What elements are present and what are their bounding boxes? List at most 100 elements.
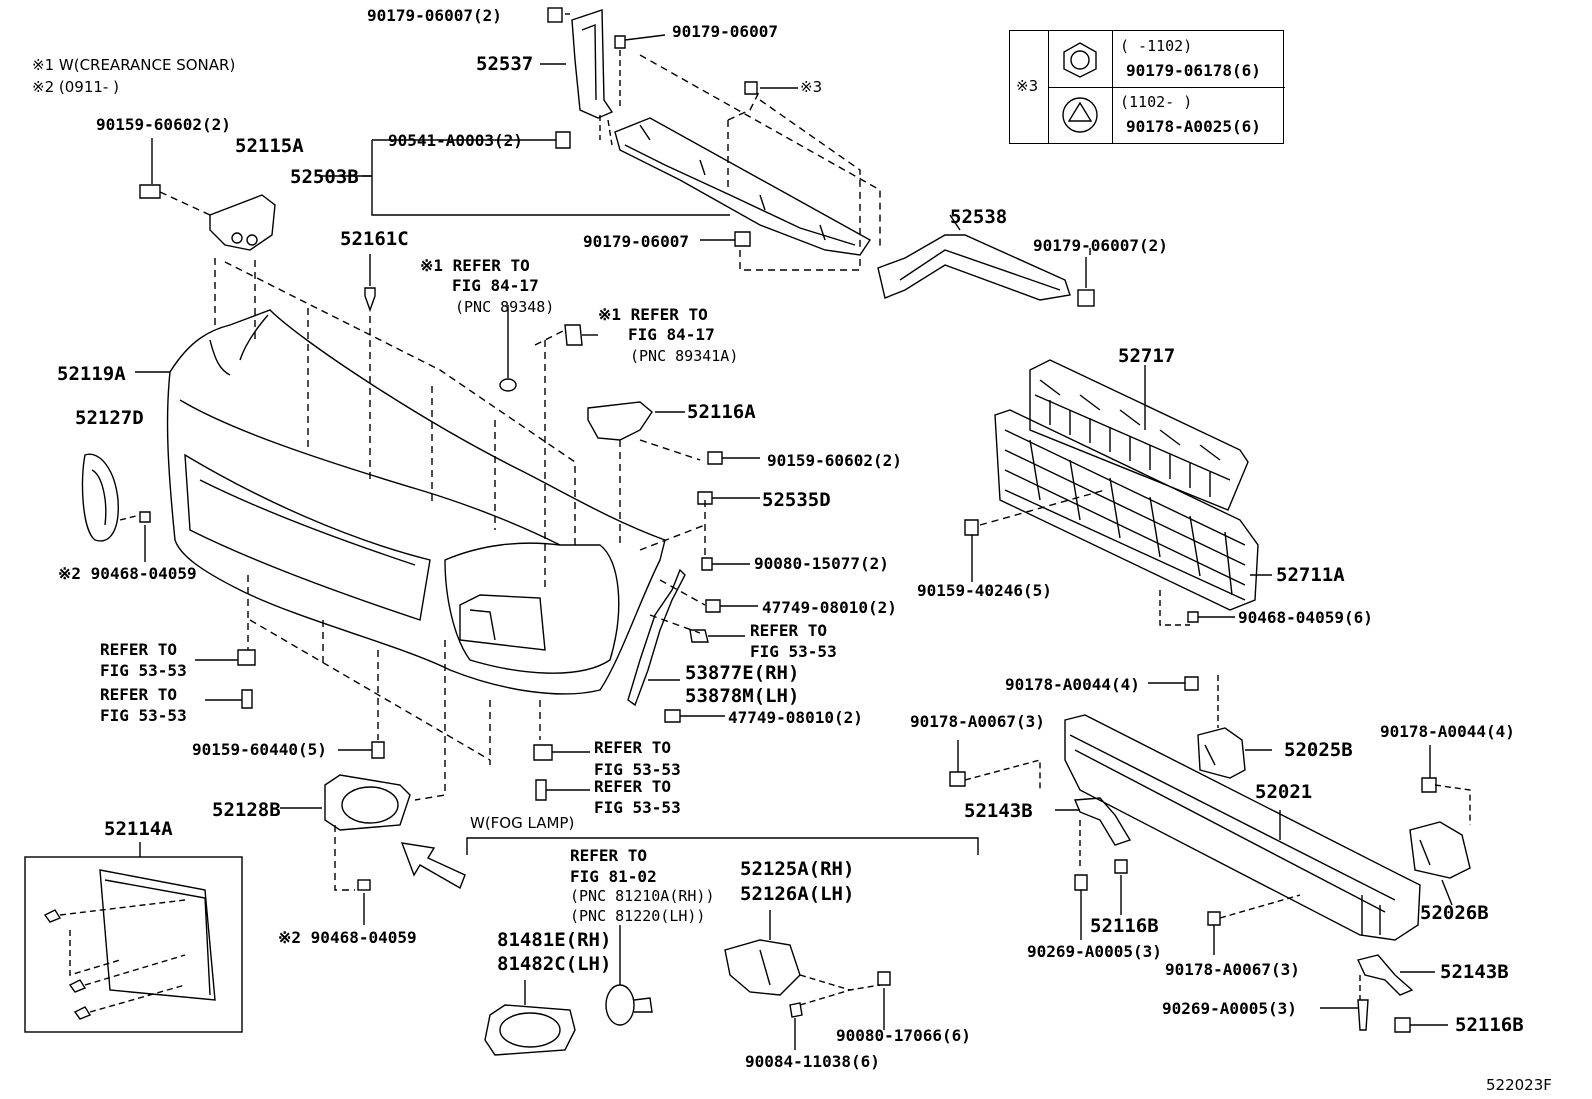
- part-label: ※3: [800, 78, 823, 96]
- legend-row2-range: (1102- ): [1120, 93, 1193, 111]
- part-label: 90269-A0005(3): [1027, 942, 1162, 961]
- part-label: ※2 90468-04059: [278, 928, 417, 947]
- part-label: REFER TO: [100, 685, 178, 704]
- legend-box: ※3 ( -1102) 90179-06178(6) (1102- ) 9017…: [1009, 30, 1285, 144]
- part-label: 90159-60440(5): [192, 740, 327, 759]
- part-label: 90179-06007: [672, 22, 778, 41]
- part-label: FIG 81-02: [570, 867, 657, 886]
- part-label: FIG 84-17: [628, 325, 715, 344]
- sonar-grommet: [499, 305, 598, 392]
- part-label: 52711A: [1276, 564, 1345, 586]
- part-label: REFER TO: [570, 846, 648, 865]
- part-label: 90179-06007(2): [367, 6, 502, 25]
- part-label: 52119A: [57, 363, 126, 385]
- assembly-arrow: [400, 842, 466, 890]
- part-label: 90179-06007(2): [1033, 236, 1168, 255]
- bracket-52125A: [724, 910, 891, 1050]
- part-label: 90178-A0067(3): [1165, 960, 1300, 979]
- part-label: 53878M(LH): [685, 685, 800, 707]
- part-label: (PNC 89348): [455, 298, 555, 316]
- fog-bulb: [605, 925, 653, 1026]
- bracket-52026B: [1409, 745, 1471, 906]
- bracket-52127D: [81, 453, 151, 562]
- part-label: 47749-08010(2): [762, 598, 897, 617]
- fog-lamp-group-bracket: [466, 837, 979, 855]
- part-label: 90178-A0044(4): [1380, 722, 1515, 741]
- part-label: FIG 53-53: [750, 642, 837, 661]
- fog-lamp-81481E: [484, 980, 576, 1056]
- part-label: 52116A: [687, 401, 756, 423]
- part-label: 52021: [1255, 781, 1313, 803]
- part-label: 52143B: [1440, 961, 1509, 983]
- part-label: 90541-A0003(2): [388, 131, 523, 150]
- part-label: ※2 90468-04059: [58, 564, 197, 583]
- legend-mark: ※3: [1016, 77, 1039, 95]
- part-label: 52717: [1118, 345, 1176, 367]
- part-label: REFER TO: [100, 640, 178, 659]
- part-label: 52538: [950, 206, 1008, 228]
- part-label: 52026B: [1420, 902, 1489, 924]
- guide-lines-bumper: [214, 258, 706, 891]
- leader-lines: [135, 175, 1091, 373]
- figure-id: 522023F: [1486, 1076, 1552, 1094]
- bumper-cover-52119A: [166, 309, 666, 695]
- part-label: (PNC 89341A): [630, 347, 739, 365]
- part-label: FIG 53-53: [100, 661, 187, 680]
- part-label: 52503B: [290, 166, 359, 188]
- part-label: (PNC 81210A(RH)): [570, 887, 715, 905]
- part-label: 52025B: [1284, 739, 1353, 761]
- part-label: 52128B: [212, 799, 281, 821]
- part-label: 52116B: [1090, 915, 1159, 937]
- part-label: (PNC 81220(LH)): [570, 907, 706, 925]
- note-fog-lamp: W(FOG LAMP): [470, 814, 575, 832]
- part-label: 90159-60602(2): [96, 115, 231, 134]
- part-label: 90178-A0044(4): [1005, 675, 1140, 694]
- bezel-52128B: [280, 774, 411, 925]
- part-label: 90159-60602(2): [767, 451, 902, 470]
- fasteners-reinforcement: [949, 740, 1448, 1033]
- part-label: FIG 53-53: [594, 798, 681, 817]
- part-label: REFER TO: [594, 738, 672, 757]
- part-label: 90269-A0005(3): [1162, 999, 1297, 1018]
- note-date: ※2 (0911- ): [32, 78, 119, 96]
- bracket-52025B: [1148, 675, 1272, 779]
- part-label: 90080-15077(2): [754, 554, 889, 573]
- part-label: ※1 REFER TO: [420, 256, 530, 275]
- part-label: 52116B: [1455, 1014, 1524, 1036]
- legend-row2-part: 90178-A0025(6): [1126, 117, 1261, 136]
- part-label: 47749-08010(2): [728, 708, 863, 727]
- part-label: 90084-11038(6): [745, 1052, 880, 1071]
- part-label: FIG 53-53: [594, 760, 681, 779]
- support-52503B: [362, 34, 881, 271]
- part-label: FIG 53-53: [100, 706, 187, 725]
- part-label: 90468-04059(6): [1238, 608, 1373, 627]
- part-label: 52127D: [75, 407, 144, 429]
- part-label: 53877E(RH): [685, 662, 800, 684]
- part-label: 52537: [476, 53, 534, 75]
- bracket-52115A: [139, 138, 276, 251]
- clip-52161C: [364, 254, 376, 313]
- part-label: 52143B: [964, 800, 1033, 822]
- part-label: ※1 REFER TO: [598, 305, 708, 324]
- fasteners-lower: [195, 649, 590, 801]
- part-label: 52161C: [340, 228, 409, 250]
- part-label: 90080-17066(6): [836, 1026, 971, 1045]
- part-label: 81481E(RH): [497, 929, 612, 951]
- part-label: 90178-A0067(3): [910, 712, 1045, 731]
- part-label: 81482C(LH): [497, 953, 612, 975]
- bracket-52116A: [587, 401, 760, 465]
- part-label: 52115A: [235, 135, 304, 157]
- part-label: REFER TO: [750, 621, 828, 640]
- flange-nut-icon: [1062, 97, 1098, 133]
- fasteners-center: [664, 491, 760, 723]
- hex-nut-icon: [1063, 42, 1097, 78]
- part-label: 52535D: [762, 489, 831, 511]
- grille-52711A: [964, 409, 1272, 626]
- part-label: FIG 84-17: [452, 276, 539, 295]
- reinforcement-52021: [1064, 714, 1421, 941]
- part-label: 90159-40246(5): [917, 581, 1052, 600]
- bracket-52537: [540, 7, 614, 146]
- part-label: 90179-06007: [583, 232, 689, 251]
- bracket-53877E: [627, 568, 686, 707]
